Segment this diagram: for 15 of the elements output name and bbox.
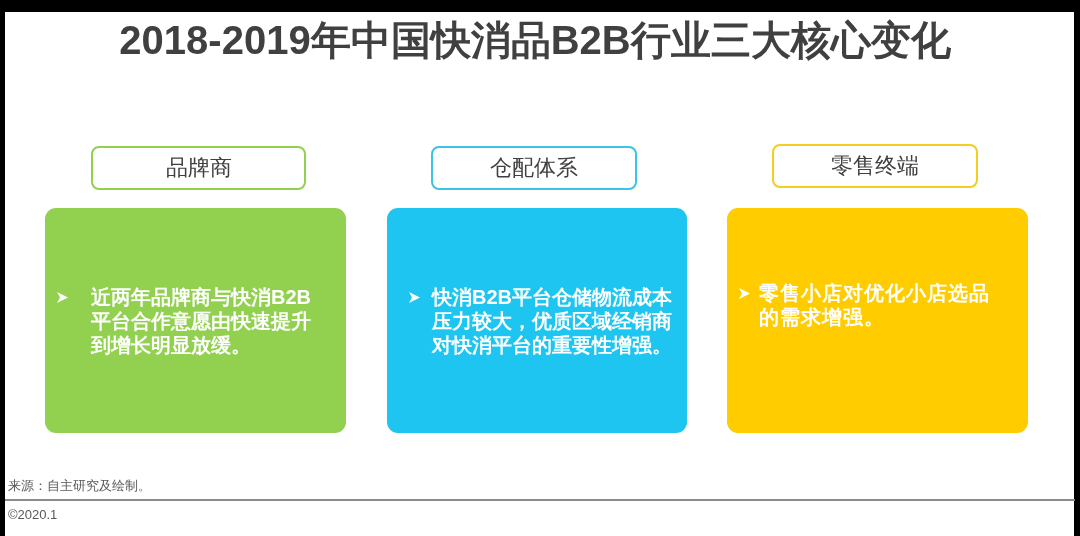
content-card (387, 208, 687, 433)
header-box (772, 144, 978, 188)
body-text: 近两年品牌商与快消B2B平台合作意愿由快速提升到增长明显放缓。 (91, 285, 312, 357)
header-label: 零售终端 (831, 153, 919, 179)
header-label: 仓配体系 (490, 155, 578, 181)
body-text: 快消B2B平台仓储物流成本压力较大，优质区域经销商对快消平台的重要性增强。 (432, 285, 673, 357)
copyright-note: ©2020.1 (8, 507, 58, 523)
source-note: 来源：自主研究及绘制。 (8, 478, 151, 494)
header-box (91, 146, 306, 190)
header-label: 品牌商 (165, 155, 232, 181)
body-text: 零售小店对优化小店选品的需求增强。 (759, 281, 991, 329)
content-card (727, 208, 1028, 433)
content-card (45, 208, 346, 433)
title: 2018-2019年中国快消品B2B行业三大核心变化 (119, 17, 951, 64)
header-box (431, 146, 637, 190)
